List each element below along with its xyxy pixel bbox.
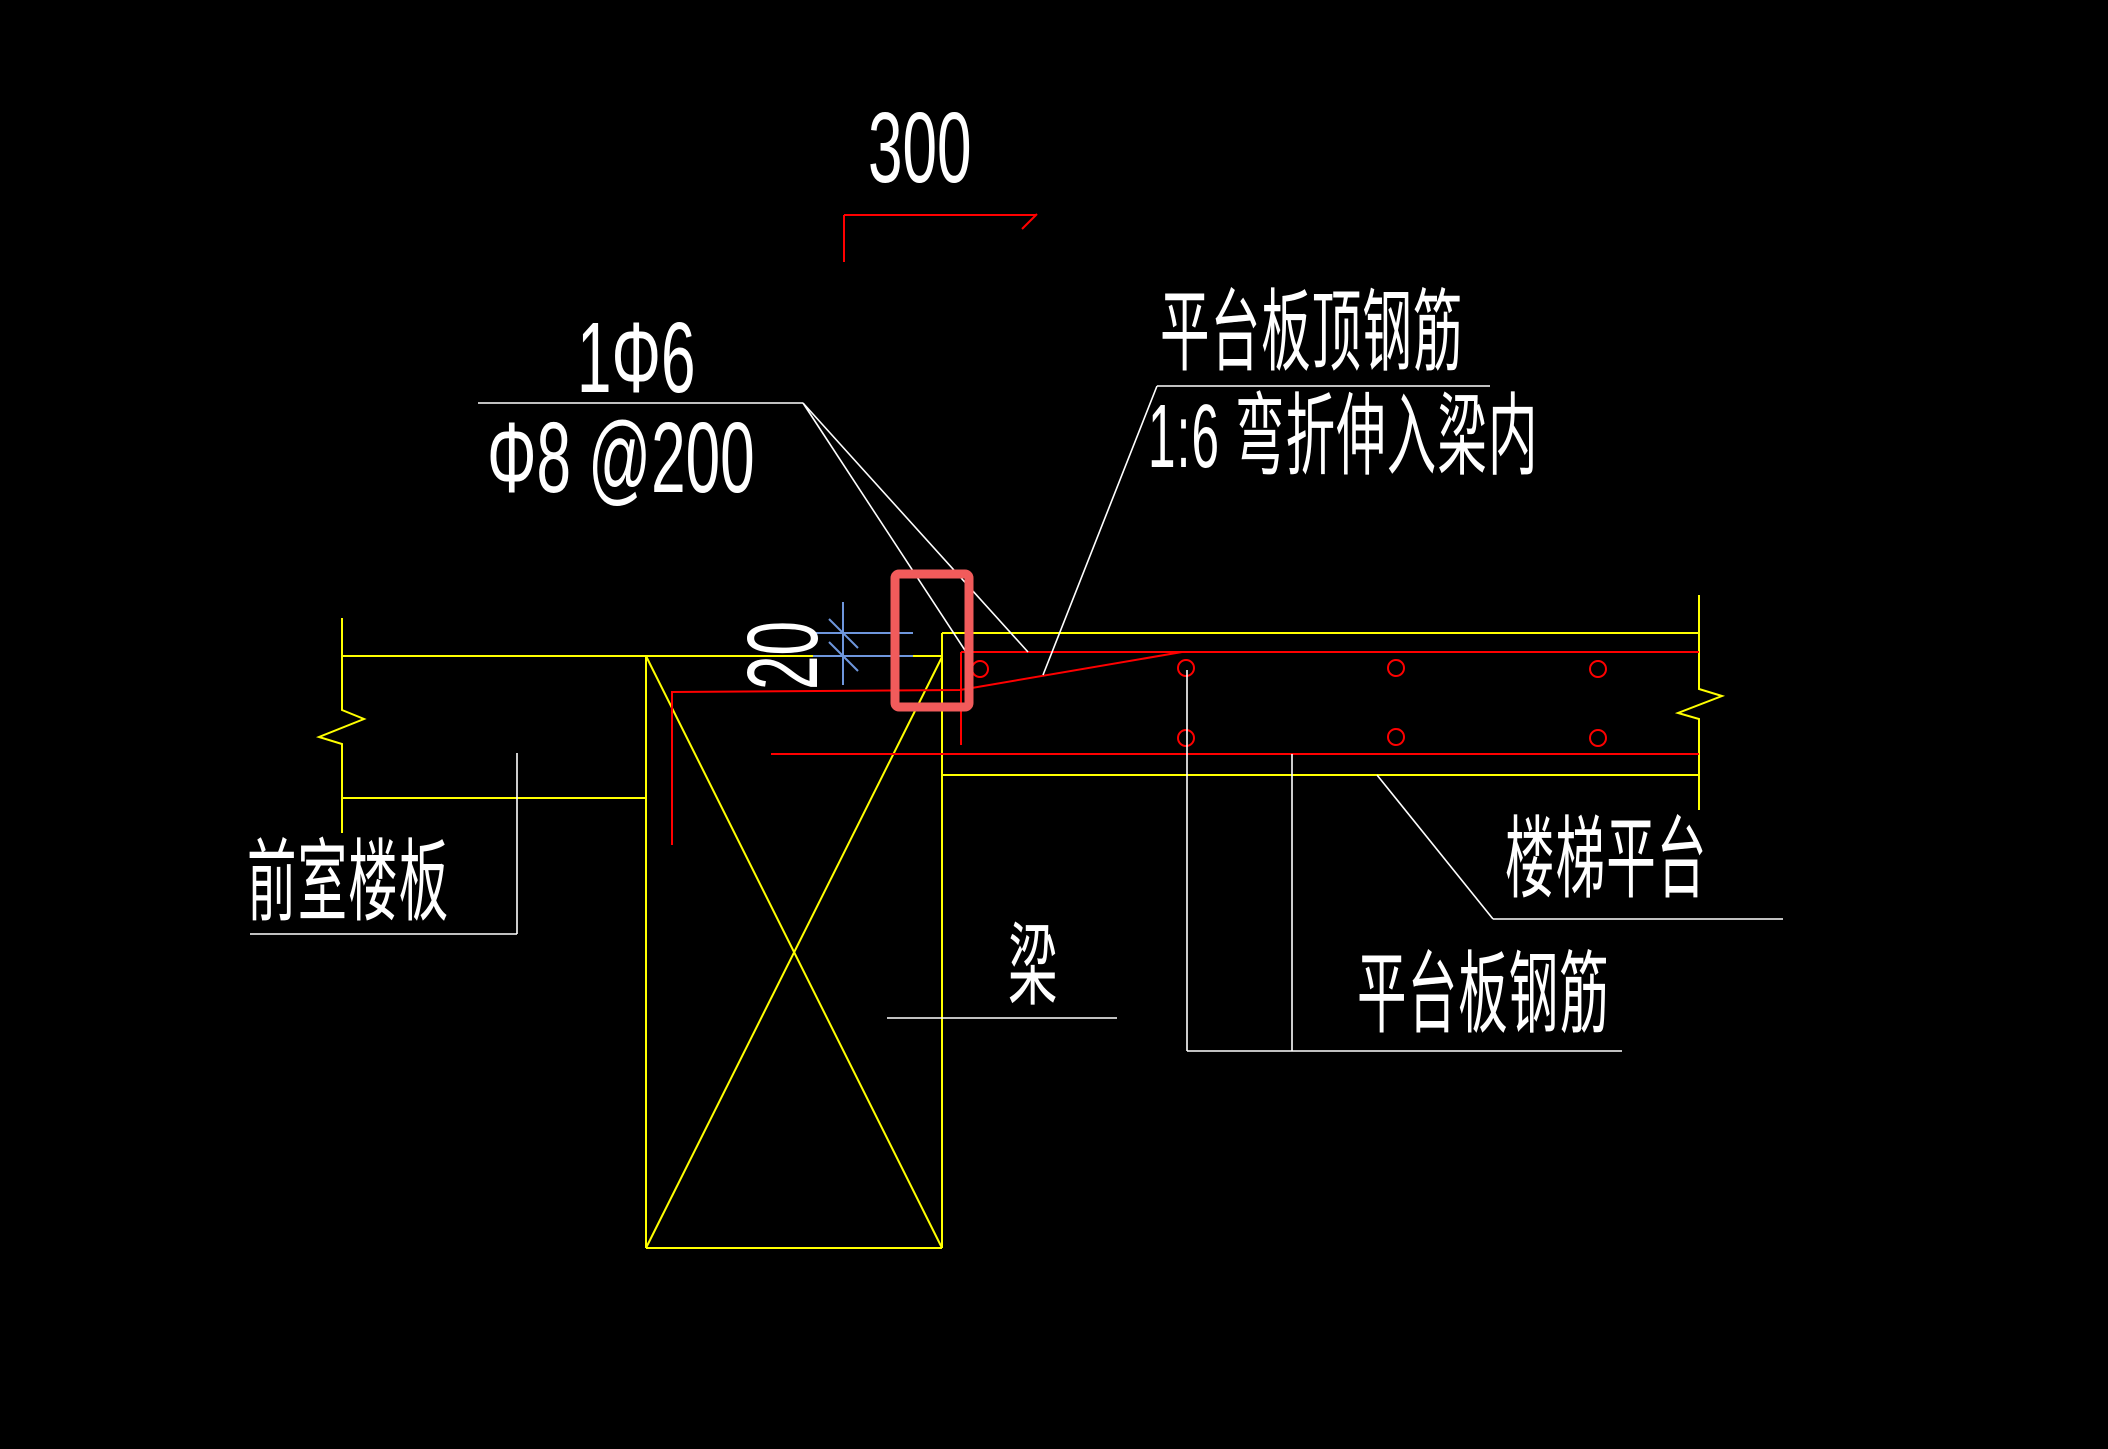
rebar-section-circle: [1387, 728, 1405, 746]
callout-beam: 梁: [1008, 917, 1059, 1017]
rebar-section-circle: [1177, 659, 1195, 677]
dim-300-tick: [1021, 213, 1038, 230]
beam-cross-brace-2: [645, 656, 943, 1249]
dim-300-text: 300: [868, 92, 972, 204]
callout-bar-count: 1Φ6: [577, 302, 696, 414]
rebar-section-circle: [1589, 729, 1607, 747]
leader-bars-arrow-1: [802, 402, 971, 659]
dim-20-tick-bottom: [828, 641, 859, 672]
callout-stair-landing: 楼梯平台: [1505, 810, 1708, 910]
highlight-box: [890, 569, 974, 712]
right-break-line: [1674, 595, 1726, 810]
dim-20-tick-top: [828, 618, 859, 649]
callout-landing-slab-rebar: 平台板钢筋: [1357, 945, 1610, 1045]
callout-top-rebar-line2: 1:6 弯折伸入梁内: [1148, 387, 1539, 487]
leader-landing-arrow: [1376, 774, 1494, 920]
leader-bars-arrow-2: [802, 402, 1029, 653]
left-break-line: [315, 618, 367, 833]
leader-toprebar-arrow: [1042, 385, 1158, 676]
dimension-300-lines: [843, 213, 1038, 262]
dim-20-text: 20: [727, 621, 839, 690]
rebar-section-circle: [1387, 659, 1405, 677]
leader-lines: [250, 385, 1783, 1052]
rebar-section-circles: [971, 659, 1607, 747]
rebar-section-circle: [971, 660, 989, 678]
structure-outline: [315, 595, 1726, 1249]
callout-bar-spacing: Φ8 @200: [487, 402, 755, 514]
rebar-section-circle: [1177, 729, 1195, 747]
callout-front-room-slab: 前室楼板: [247, 833, 450, 933]
rebar-lines: [671, 651, 1699, 845]
rebar-section-circle: [1589, 660, 1607, 678]
bent-top-rebar: [671, 651, 1183, 845]
callout-top-rebar-line1: 平台板顶钢筋: [1160, 283, 1464, 383]
